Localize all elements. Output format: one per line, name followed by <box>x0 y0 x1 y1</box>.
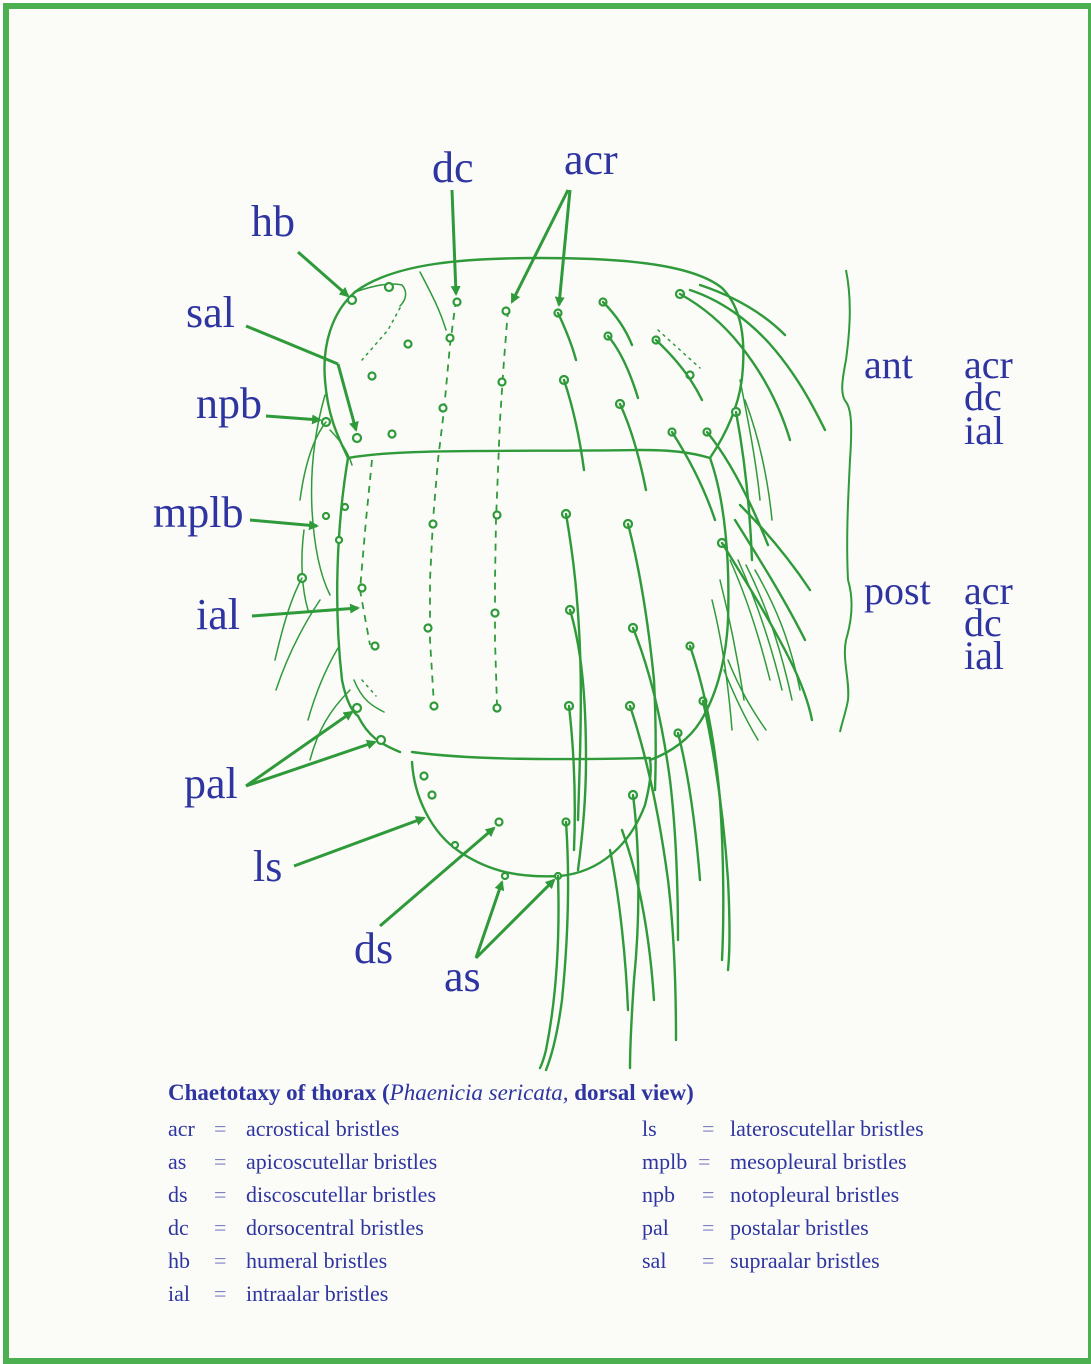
legend-desc: acrostical bristles <box>246 1116 399 1142</box>
section-ant-ial: ial <box>964 408 1004 453</box>
legend-desc: dorsocentral bristles <box>246 1215 424 1241</box>
bristle-sockets <box>298 283 740 879</box>
ial-arrow <box>252 608 358 616</box>
thorax-diagram: dc acr hb sal npb mplb ial pal ls ds as … <box>0 0 1091 1075</box>
label-ds: ds <box>354 924 393 973</box>
ls-arrow <box>294 818 424 866</box>
section-ant: ant <box>864 342 913 387</box>
legend-abbr: sal <box>642 1248 666 1274</box>
hb-arrow <box>298 252 348 296</box>
label-mplb: mplb <box>153 488 243 537</box>
sal-arrow <box>338 364 356 430</box>
legend-desc: notopleural bristles <box>730 1182 899 1208</box>
label-ial: ial <box>196 590 240 639</box>
legend-abbr: ds <box>168 1182 188 1208</box>
legend-eq: = <box>698 1149 710 1175</box>
legend-desc: lateroscutellar bristles <box>730 1116 924 1142</box>
dc-arrow <box>452 190 456 294</box>
legend-desc: postalar bristles <box>730 1215 869 1241</box>
legend-abbr: ls <box>642 1116 657 1142</box>
pal-arrow-2 <box>246 742 375 786</box>
mplb-arrow <box>250 520 317 526</box>
section-post-ial: ial <box>964 633 1004 678</box>
legend-eq: = <box>702 1248 714 1274</box>
legend-abbr: as <box>168 1149 186 1175</box>
caption-species: Phaenicia sericata, <box>390 1080 569 1105</box>
legend-abbr: dc <box>168 1215 189 1241</box>
legend-abbr: ial <box>168 1281 190 1307</box>
legend-eq: = <box>214 1215 226 1241</box>
thorax-outline <box>302 258 743 876</box>
caption-title-suffix: dorsal view) <box>569 1080 694 1105</box>
label-pal: pal <box>184 759 238 808</box>
legend-eq: = <box>214 1281 226 1307</box>
legend-desc: mesopleural bristles <box>730 1149 907 1175</box>
legend-eq: = <box>214 1116 226 1142</box>
legend-eq: = <box>702 1215 714 1241</box>
legend-eq: = <box>214 1149 226 1175</box>
npb-arrow <box>266 416 320 420</box>
section-post: post <box>864 568 931 613</box>
label-ls: ls <box>253 842 282 891</box>
legend-eq: = <box>702 1182 714 1208</box>
label-as: as <box>444 952 481 1001</box>
legend-eq: = <box>702 1116 714 1142</box>
legend-eq: = <box>214 1248 226 1274</box>
legend-abbr: acr <box>168 1116 195 1142</box>
label-sal: sal <box>186 288 235 337</box>
label-acr: acr <box>564 135 618 184</box>
legend-desc: apicoscutellar bristles <box>246 1149 437 1175</box>
section-brace <box>840 270 852 732</box>
legend-desc: intraalar bristles <box>246 1281 388 1307</box>
pal-arrow-1 <box>246 712 352 786</box>
label-npb: npb <box>196 379 262 428</box>
legend-desc: supraalar bristles <box>730 1248 880 1274</box>
as-arrow-2 <box>476 880 554 958</box>
caption-title: Chaetotaxy of thorax (Phaenicia sericata… <box>168 1080 1028 1106</box>
legend-desc: humeral bristles <box>246 1248 387 1274</box>
legend-abbr: npb <box>642 1182 675 1208</box>
ds-arrow <box>380 828 494 926</box>
figure-caption: Chaetotaxy of thorax (Phaenicia sericata… <box>168 1080 1028 1114</box>
legend-abbr: pal <box>642 1215 669 1241</box>
legend-eq: = <box>214 1182 226 1208</box>
legend-abbr: hb <box>168 1248 190 1274</box>
label-arrows <box>246 190 570 958</box>
legend-desc: discoscutellar bristles <box>246 1182 436 1208</box>
legend-abbr: mplb <box>642 1149 687 1175</box>
caption-title-prefix: Chaetotaxy of thorax ( <box>168 1080 390 1105</box>
sal-arrow-line <box>246 326 338 364</box>
label-dc: dc <box>432 143 474 192</box>
label-hb: hb <box>251 197 295 246</box>
